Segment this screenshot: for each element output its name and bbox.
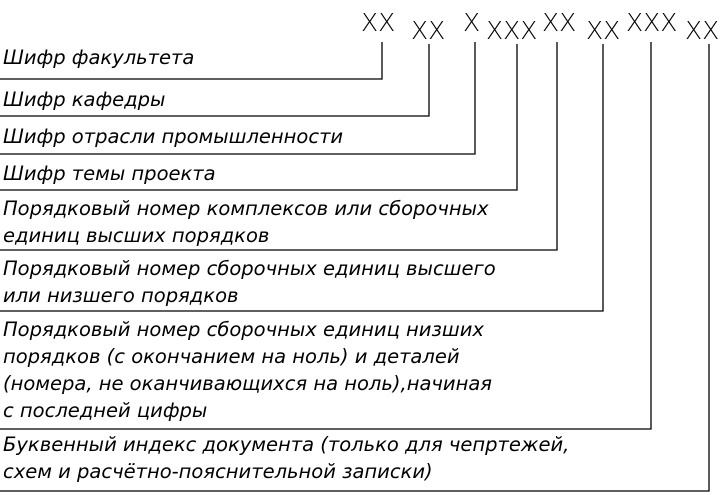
leader-line-industry [0, 42, 476, 155]
label-document-index: Буквенный индекс документа (только для ч… [3, 433, 576, 483]
label-assembly-units: Порядковый номер сборочных единиц высшег… [3, 257, 502, 307]
code-group-department: XX [411, 16, 445, 45]
leader-line-department [0, 44, 430, 117]
label-industry: Шифр отрасли промышленности [3, 125, 343, 148]
label-parts: Порядковый номер сборочных единиц низших… [3, 318, 498, 422]
code-row: XX XX X XXX XX XX XXX XX [361, 8, 719, 45]
leader-lines [0, 42, 710, 492]
code-group-assembly-units: XX [586, 16, 620, 45]
code-group-faculty: XX [361, 8, 395, 37]
code-group-complexes: XX [542, 8, 576, 37]
leader-line-complexes [0, 42, 558, 251]
leader-line-assembly-units [0, 44, 604, 312]
labels: Шифр факультета Шифр кафедры Шифр отрасл… [3, 46, 576, 483]
label-department: Шифр кафедры [3, 88, 165, 111]
code-group-document-index: XX [685, 16, 719, 45]
leader-line-document-index [0, 44, 710, 492]
label-faculty: Шифр факультета [3, 46, 194, 69]
code-group-project-theme: XXX [486, 16, 537, 45]
leader-line-faculty [0, 42, 383, 80]
label-project-theme: Шифр темы проекта [3, 162, 216, 185]
code-group-parts: XXX [626, 8, 677, 37]
label-complexes: Порядковый номер комплексов или сборочны… [3, 197, 495, 247]
code-group-industry: X [463, 8, 480, 37]
leader-line-parts [0, 42, 652, 430]
leader-line-project-theme [0, 44, 518, 191]
